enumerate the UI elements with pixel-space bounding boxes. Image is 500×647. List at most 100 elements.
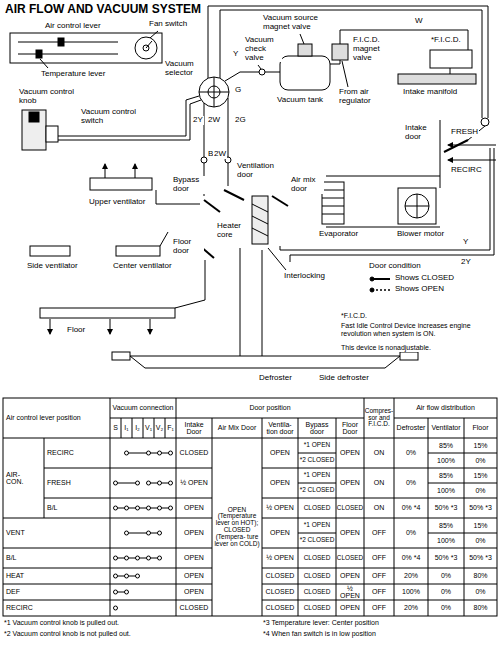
table-cell: CLOSED bbox=[176, 600, 212, 616]
part-label: Vacuum control switch bbox=[80, 108, 142, 126]
vacuum-connection-dots bbox=[136, 481, 140, 485]
part-label: RECIRC bbox=[450, 166, 483, 175]
table-cell: AIR- CON. bbox=[3, 438, 30, 518]
vacuum-selector bbox=[228, 98, 229, 157]
part-label: Vacuum source magnet valve bbox=[262, 14, 334, 32]
table-grid bbox=[44, 438, 45, 518]
door-condition-key bbox=[372, 278, 390, 280]
table-cell: *2 CLOSED bbox=[298, 483, 336, 498]
table-cell: I₂ bbox=[132, 418, 143, 438]
table-cell: ON bbox=[364, 468, 394, 498]
table-cell: OPEN bbox=[336, 600, 364, 616]
vacuum-selector bbox=[204, 103, 205, 157]
vacuum-connection-dots bbox=[125, 451, 129, 455]
table-cell: OFF bbox=[364, 584, 394, 600]
part-label: Shows CLOSED bbox=[394, 274, 455, 283]
vacuum-connection-dots bbox=[116, 483, 138, 484]
heater-unit bbox=[40, 308, 175, 318]
table-grid bbox=[428, 418, 429, 616]
table-cell: CLOSED bbox=[298, 584, 336, 600]
intake-door bbox=[448, 145, 496, 146]
table-cell: 80% bbox=[464, 600, 497, 616]
table-grid bbox=[132, 418, 133, 438]
heater-unit bbox=[204, 200, 220, 212]
intake-door bbox=[448, 160, 496, 161]
heater-unit bbox=[228, 163, 229, 186]
vacuum-connection-dots bbox=[147, 531, 151, 535]
part-label: Vacuum check valve bbox=[244, 36, 282, 62]
vacuum-connection-dots bbox=[158, 481, 162, 485]
table-grid bbox=[121, 418, 122, 438]
heater-unit bbox=[105, 164, 106, 178]
table-cell: ½ OPEN bbox=[336, 584, 364, 600]
table-cell: FRESH bbox=[44, 468, 110, 498]
table-grid bbox=[3, 548, 212, 549]
table-grid bbox=[298, 483, 336, 484]
intake-door bbox=[444, 140, 468, 152]
heater-unit bbox=[252, 216, 268, 224]
vacuum-connection-dots bbox=[114, 451, 173, 610]
vacuum-selector bbox=[199, 92, 229, 93]
table-grid bbox=[428, 533, 497, 534]
part-label: Vacuum selector bbox=[164, 60, 206, 78]
table-cell: HEAT bbox=[3, 568, 110, 584]
vacuum-tank bbox=[258, 65, 261, 69]
table-cell: *1 OPEN bbox=[298, 518, 336, 533]
table-grid bbox=[154, 418, 155, 438]
part-label: F.I.C.D. magnet valve bbox=[352, 36, 394, 62]
table-grid bbox=[110, 418, 364, 419]
table-cell: DEF bbox=[3, 584, 110, 600]
table-grid bbox=[428, 453, 497, 454]
vacuum-tank bbox=[298, 44, 312, 56]
table-cell: 50% *3 bbox=[464, 548, 497, 568]
table-grid bbox=[165, 418, 166, 438]
part-label: Intake manifold bbox=[402, 88, 458, 97]
part-label: Vacuum tank bbox=[276, 96, 324, 105]
part-label: FRESH bbox=[450, 128, 479, 137]
table-cell: 0% bbox=[428, 584, 464, 600]
table-cell: VENT bbox=[3, 518, 110, 548]
table-cell: 80% bbox=[464, 568, 497, 584]
table-grid bbox=[394, 398, 395, 616]
table-cell: OPEN bbox=[176, 584, 212, 600]
vacuum-tank bbox=[225, 30, 476, 90]
footnote: *2 Vacuum control knob is not pulled out… bbox=[3, 630, 132, 638]
vacuum-connection-dots bbox=[136, 574, 140, 578]
table-cell: OPEN bbox=[262, 518, 298, 548]
vacuum-tank bbox=[330, 60, 340, 64]
table-cell: CLOSED bbox=[336, 498, 364, 518]
table-grid bbox=[262, 568, 497, 569]
part-label: 2W bbox=[207, 116, 221, 125]
heater-unit bbox=[175, 260, 205, 308]
table-cell: CLOSED bbox=[298, 600, 336, 616]
table-cell: OPEN (Temperature lever on HOT); CLOSED … bbox=[212, 438, 262, 616]
vacuum-connection-dots bbox=[114, 481, 118, 485]
part-label: *F.I.C.D. bbox=[430, 36, 462, 45]
table-cell: 15% bbox=[464, 518, 497, 533]
control-panel bbox=[18, 42, 118, 43]
table-grid bbox=[262, 498, 497, 499]
vacuum-connection-dots bbox=[158, 451, 162, 455]
table-cell: OPEN bbox=[176, 518, 212, 548]
table-grid bbox=[3, 398, 497, 616]
vacuum-selector bbox=[208, 6, 488, 118]
heater-unit bbox=[150, 319, 151, 334]
table-cell: *1 OPEN bbox=[298, 468, 336, 483]
table-cell: 85% bbox=[428, 438, 464, 453]
table-cell: 0% bbox=[394, 438, 428, 468]
table-grid bbox=[110, 398, 111, 616]
table-cell: 50% *3 bbox=[428, 498, 464, 518]
footnote: *4 When fan switch is in low position bbox=[262, 630, 377, 638]
part-label: Air mix door bbox=[290, 176, 324, 194]
table-grid bbox=[364, 398, 365, 616]
table-cell: *2 CLOSED bbox=[298, 453, 336, 468]
table-cell: 20% bbox=[394, 600, 428, 616]
table-cell: OPEN bbox=[336, 568, 364, 584]
part-label: Side ventilator bbox=[26, 262, 79, 271]
table-cell: ON bbox=[364, 438, 394, 468]
vacuum-control-switch bbox=[58, 100, 201, 140]
vacuum-control-switch bbox=[22, 110, 46, 150]
part-label: Evaporator bbox=[318, 230, 359, 239]
vacuum-connection-dots bbox=[114, 606, 118, 610]
